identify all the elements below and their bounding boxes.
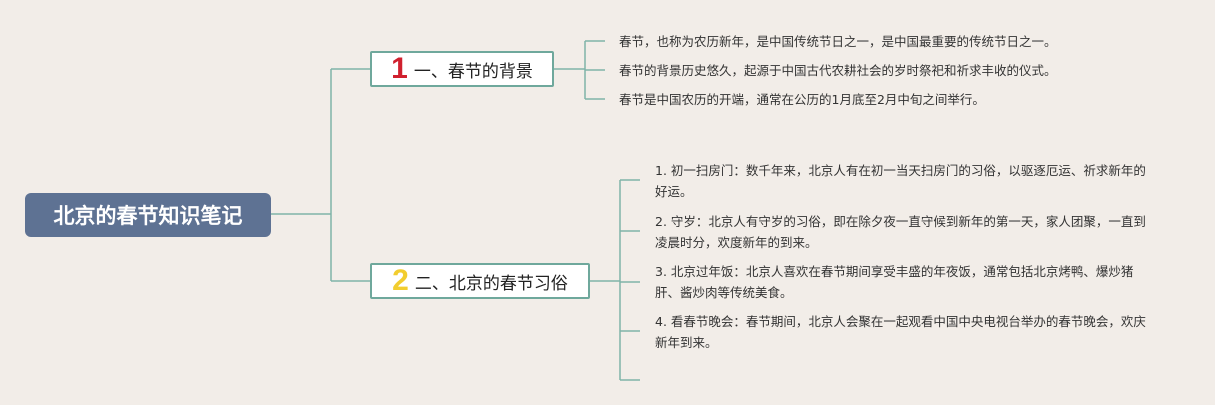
branch-topic-background[interactable]: 1 一、春节的背景: [370, 51, 554, 87]
branch-number-2: 2: [392, 264, 409, 297]
leaf-custom-3[interactable]: 3. 北京过年饭：北京人喜欢在春节期间享受丰盛的年夜饭，通常包括北京烤鸭、爆炒猪…: [655, 264, 1134, 300]
leaf-custom-1[interactable]: 1. 初一扫房门：数千年来，北京人有在初一当天扫房门的习俗，以驱逐厄运、祈求新年…: [655, 163, 1146, 199]
root-title: 北京的春节知识笔记: [53, 204, 243, 228]
root-topic[interactable]: 北京的春节知识笔记: [25, 193, 271, 237]
leaf-custom-2[interactable]: 2. 守岁：北京人有守岁的习俗，即在除夕夜一直守候到新年的第一天，家人团聚，一直…: [655, 214, 1146, 250]
leaf-background-2[interactable]: 春节的背景历史悠久，起源于中国古代农耕社会的岁时祭祀和祈求丰收的仪式。: [619, 63, 1057, 78]
branch-label-2: 二、北京的春节习俗: [414, 273, 568, 294]
branch-topic-customs[interactable]: 2 二、北京的春节习俗: [370, 263, 590, 299]
branch-label-1: 一、春节的背景: [413, 61, 533, 82]
branch-number-1: 1: [391, 52, 408, 85]
leaf-background-1[interactable]: 春节，也称为农历新年，是中国传统节日之一，是中国最重要的传统节日之一。: [619, 34, 1057, 49]
leaf-background-3[interactable]: 春节是中国农历的开端，通常在公历的1月底至2月中旬之间举行。: [619, 92, 985, 107]
leaf-custom-4[interactable]: 4. 看春节晚会：春节期间，北京人会聚在一起观看中国中央电视台举办的春节晚会，欢…: [655, 314, 1146, 350]
